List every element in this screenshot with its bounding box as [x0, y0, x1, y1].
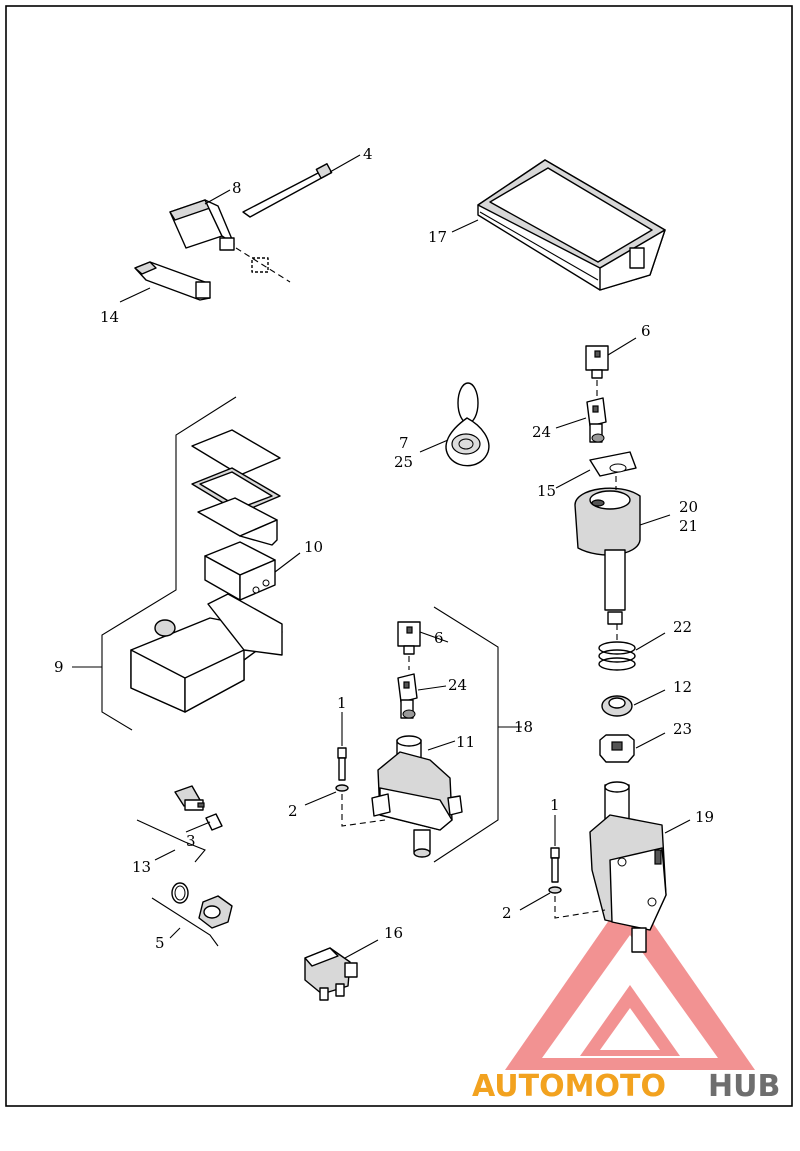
part-22-spring	[598, 641, 636, 671]
watermark-text-hub: HUB	[708, 1069, 780, 1104]
part-14-latch	[134, 261, 211, 301]
part-23-collar	[599, 734, 635, 763]
callout-25: 25	[394, 453, 413, 471]
part-24-key-mid	[397, 673, 418, 719]
watermark-text-automoto: AUTOMOTO	[472, 1069, 666, 1104]
part-19-switch-housing	[589, 781, 667, 953]
bracket-13	[136, 819, 206, 863]
callout-24-top: 24	[532, 423, 551, 441]
leader-13	[154, 849, 176, 861]
part-8-connector	[169, 199, 291, 283]
part-20-ignition-cover	[574, 487, 641, 625]
watermark-logo	[505, 890, 755, 1070]
part-18-group-outline	[433, 606, 499, 863]
part-5-fitting	[171, 882, 233, 929]
callout-5: 5	[155, 934, 165, 952]
part-7-key-fob	[445, 382, 490, 467]
part-13-sensor	[174, 785, 205, 811]
part-9-cover-stack	[191, 429, 281, 546]
leader-15	[555, 469, 591, 489]
callout-1-mid: 1	[337, 694, 347, 712]
part-4-cable-tie	[242, 163, 333, 218]
callout-8: 8	[232, 179, 242, 197]
callout-10: 10	[304, 538, 323, 556]
leader-6-mid	[419, 631, 449, 643]
callout-9: 9	[54, 658, 64, 676]
callout-2-mid: 2	[288, 802, 298, 820]
leader-24-mid	[417, 685, 447, 691]
part-6-key-blank-mid	[397, 621, 421, 655]
callout-21: 21	[679, 517, 698, 535]
callout-20: 20	[679, 498, 698, 516]
callout-13: 13	[132, 858, 151, 876]
part-9-case	[130, 593, 283, 713]
part-16-connector	[304, 947, 358, 1001]
callout-12: 12	[673, 678, 692, 696]
callout-18: 18	[514, 718, 533, 736]
callout-3: 3	[186, 832, 196, 850]
part-1-bolt-right	[550, 847, 560, 883]
part-15-plate	[589, 451, 637, 477]
callout-24-mid: 24	[448, 676, 467, 694]
leader-11	[427, 740, 456, 751]
part-9-bracket-group-outline	[101, 396, 237, 731]
part-24-key-top	[586, 397, 607, 443]
callout-19: 19	[695, 808, 714, 826]
axis-bolt-mid	[341, 794, 386, 827]
leader-20-21	[639, 514, 671, 526]
callout-17: 17	[428, 228, 447, 246]
part-1-bolt-mid	[337, 747, 347, 781]
callout-15: 15	[537, 482, 556, 500]
callout-14: 14	[100, 308, 119, 326]
leader-3	[185, 821, 211, 833]
callout-4: 4	[363, 145, 373, 163]
callout-6-mid: 6	[434, 629, 444, 647]
callout-7: 7	[399, 434, 409, 452]
leader-14	[119, 287, 151, 303]
leader-12	[633, 689, 666, 706]
callout-1-right: 1	[550, 796, 560, 814]
callout-labels: 4 8 17 14 6 24 7 25 15 20 21 10 22 6 9 2…	[54, 145, 714, 952]
leader-7-25	[419, 439, 449, 453]
callout-11: 11	[456, 733, 475, 751]
bracket-5	[151, 897, 219, 947]
part-2-washer-mid	[335, 784, 349, 792]
part-10-module	[204, 541, 276, 601]
leader-6-top	[607, 337, 637, 356]
leader-24-top	[555, 417, 587, 429]
callout-2-right: 2	[502, 904, 512, 922]
leader-10	[274, 552, 301, 573]
leader-5	[169, 927, 181, 939]
leader-19	[664, 819, 691, 834]
part-2-washer-right	[548, 886, 562, 894]
part-6-key-blank-top	[585, 345, 609, 379]
part-11-lock-housing	[371, 735, 463, 858]
diagram-border	[5, 5, 793, 1107]
leader-16	[344, 939, 379, 959]
part-17-module	[477, 159, 666, 291]
leader-4	[329, 154, 361, 173]
leader-23	[635, 732, 666, 749]
callout-6-top: 6	[641, 322, 651, 340]
part-12-nut	[601, 695, 633, 717]
leader-2-right	[519, 892, 551, 911]
leader-22	[635, 632, 666, 651]
callout-16: 16	[384, 924, 403, 942]
leader-17	[451, 219, 479, 233]
leader-2-mid	[304, 791, 337, 806]
axis-bolt-right	[554, 896, 606, 919]
callout-22: 22	[673, 618, 692, 636]
callout-23: 23	[673, 720, 692, 738]
part-3-terminal	[205, 813, 223, 831]
leader-8	[204, 189, 231, 205]
